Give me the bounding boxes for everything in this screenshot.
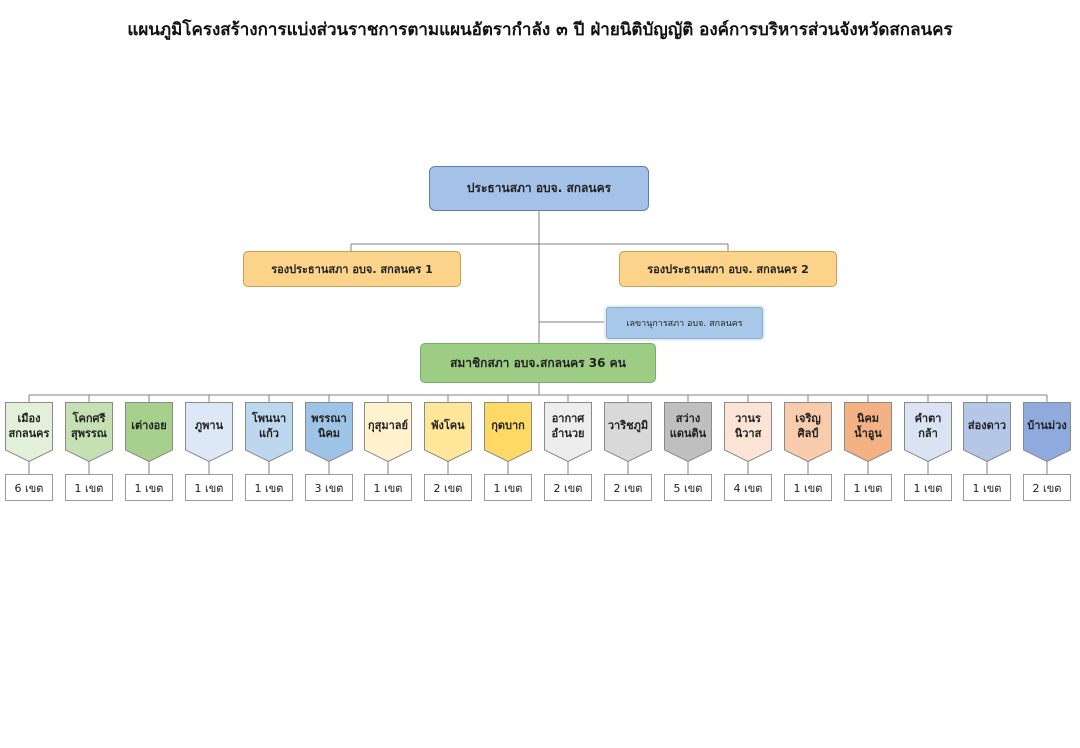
district-shape — [724, 402, 772, 462]
district-zone-count: 1 เขต — [125, 474, 173, 501]
district-box: เจริญ ศิลป์ — [784, 402, 832, 462]
district-shape — [5, 402, 53, 462]
district-name: พรรณา นิคม — [311, 411, 347, 440]
district-box: วาริชภูมิ — [604, 402, 652, 462]
district-zone-count: 1 เขต — [484, 474, 532, 501]
district-shape — [604, 402, 652, 462]
district-zone-count: 1 เขต — [65, 474, 113, 501]
district-zone-count: 1 เขต — [784, 474, 832, 501]
district-shape — [245, 402, 293, 462]
chart-title: แผนภูมิโครงสร้างการแบ่งส่วนราชการตามแผนอ… — [127, 20, 953, 40]
district-shape — [424, 402, 472, 462]
district-zone-count: 1 เขต — [185, 474, 233, 501]
district-name: บ้านม่วง — [1027, 419, 1067, 433]
district-zone-count: 1 เขต — [904, 474, 952, 501]
district-box: คำตา กล้า — [904, 402, 952, 462]
district-shape — [364, 402, 412, 462]
district-name: พังโคน — [431, 419, 465, 433]
district-name: เต่างอย — [131, 419, 167, 433]
district-shape — [963, 402, 1011, 462]
district-name: เมือง สกลนคร — [8, 411, 50, 440]
district-shape — [784, 402, 832, 462]
district-name: วาริชภูมิ — [607, 419, 649, 433]
district-name: เจริญ ศิลป์ — [795, 411, 821, 440]
district-shape — [664, 402, 712, 462]
vice-chair-1-box: รองประธานสภา อบจ. สกลนคร 1 — [243, 251, 461, 287]
district-shape — [484, 402, 532, 462]
district-name: ส่องดาว — [967, 419, 1007, 433]
district-shape — [544, 402, 592, 462]
district-box: นิคม น้ำอูน — [844, 402, 892, 462]
district-name: สว่าง แดนดิน — [669, 411, 707, 440]
district-zone-count: 1 เขต — [245, 474, 293, 501]
district-zone-count: 3 เขต — [305, 474, 353, 501]
district-box: ภูพาน — [185, 402, 233, 462]
district-zone-count: 2 เขต — [424, 474, 472, 501]
district-zone-count: 5 เขต — [664, 474, 712, 501]
district-name: โคกศรี สุพรรณ — [71, 411, 107, 440]
district-zone-count: 6 เขต — [5, 474, 53, 501]
district-shape — [305, 402, 353, 462]
district-name: กุสุมาลย์ — [368, 419, 408, 433]
district-shape — [185, 402, 233, 462]
district-box: พรรณา นิคม — [305, 402, 353, 462]
district-box: บ้านม่วง — [1023, 402, 1071, 462]
district-name: คำตา กล้า — [914, 411, 942, 440]
district-shape — [125, 402, 173, 462]
district-box: โพนนา แก้ว — [245, 402, 293, 462]
council-members-box: สมาชิกสภา อบจ.สกลนคร 36 คน — [420, 343, 656, 383]
district-box: อากาศ อำนวย — [544, 402, 592, 462]
council-secretary-box: เลขานุการสภา อบจ. สกลนคร — [606, 307, 763, 339]
district-name: ภูพาน — [194, 419, 224, 433]
district-zone-count: 1 เขต — [364, 474, 412, 501]
district-box: โคกศรี สุพรรณ — [65, 402, 113, 462]
district-zone-count: 1 เขต — [963, 474, 1011, 501]
district-shape — [844, 402, 892, 462]
council-chair-box: ประธานสภา อบจ. สกลนคร — [429, 166, 649, 211]
district-shape — [65, 402, 113, 462]
district-box: วานร นิวาส — [724, 402, 772, 462]
district-zone-count: 4 เขต — [724, 474, 772, 501]
district-box: กุดบาก — [484, 402, 532, 462]
district-box: พังโคน — [424, 402, 472, 462]
district-box: เต่างอย — [125, 402, 173, 462]
district-box: ส่องดาว — [963, 402, 1011, 462]
district-box: สว่าง แดนดิน — [664, 402, 712, 462]
district-box: เมือง สกลนคร — [5, 402, 53, 462]
district-zone-count: 1 เขต — [844, 474, 892, 501]
district-name: โพนนา แก้ว — [251, 411, 287, 440]
district-zone-count: 2 เขต — [1023, 474, 1071, 501]
district-name: วานร นิวาส — [734, 411, 762, 440]
district-name: อากาศ อำนวย — [551, 411, 585, 440]
district-zone-count: 2 เขต — [604, 474, 652, 501]
district-zone-count: 2 เขต — [544, 474, 592, 501]
district-name: นิคม น้ำอูน — [854, 411, 882, 440]
district-shape — [904, 402, 952, 462]
district-shape — [1023, 402, 1071, 462]
vice-chair-2-box: รองประธานสภา อบจ. สกลนคร 2 — [619, 251, 837, 287]
district-name: กุดบาก — [491, 419, 525, 433]
district-box: กุสุมาลย์ — [364, 402, 412, 462]
